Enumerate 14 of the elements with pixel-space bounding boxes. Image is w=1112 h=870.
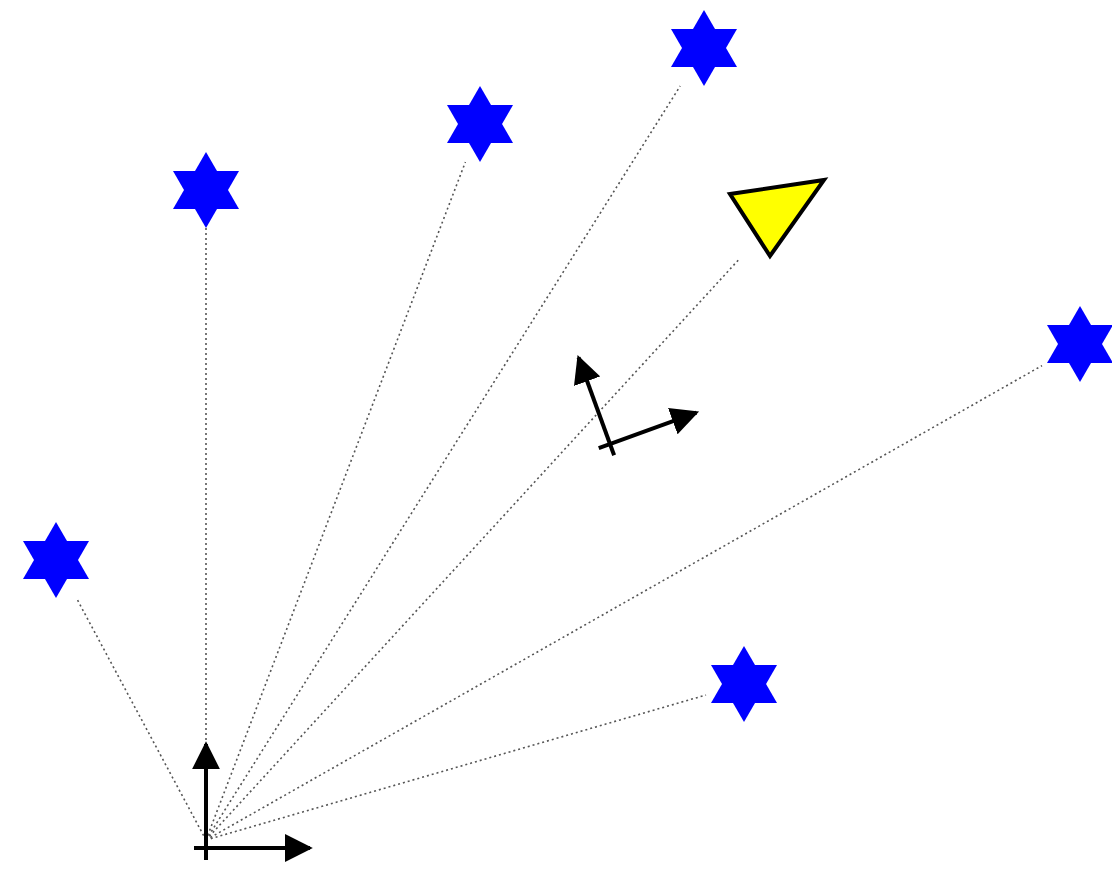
star-shape <box>18 522 94 598</box>
dotted-line <box>75 597 207 841</box>
dotted-line <box>205 364 1043 841</box>
dotted-line <box>205 694 707 841</box>
star-shape <box>442 86 518 162</box>
coordinate-frame-drawing <box>192 738 316 866</box>
dotted-line <box>205 259 740 841</box>
star-shape <box>1042 306 1112 382</box>
triangle-shape <box>726 176 828 260</box>
star-shape <box>168 152 244 228</box>
dotted-line <box>205 85 681 841</box>
star-shape <box>706 646 782 722</box>
star-shape <box>666 10 742 86</box>
dotted-line <box>205 161 467 841</box>
